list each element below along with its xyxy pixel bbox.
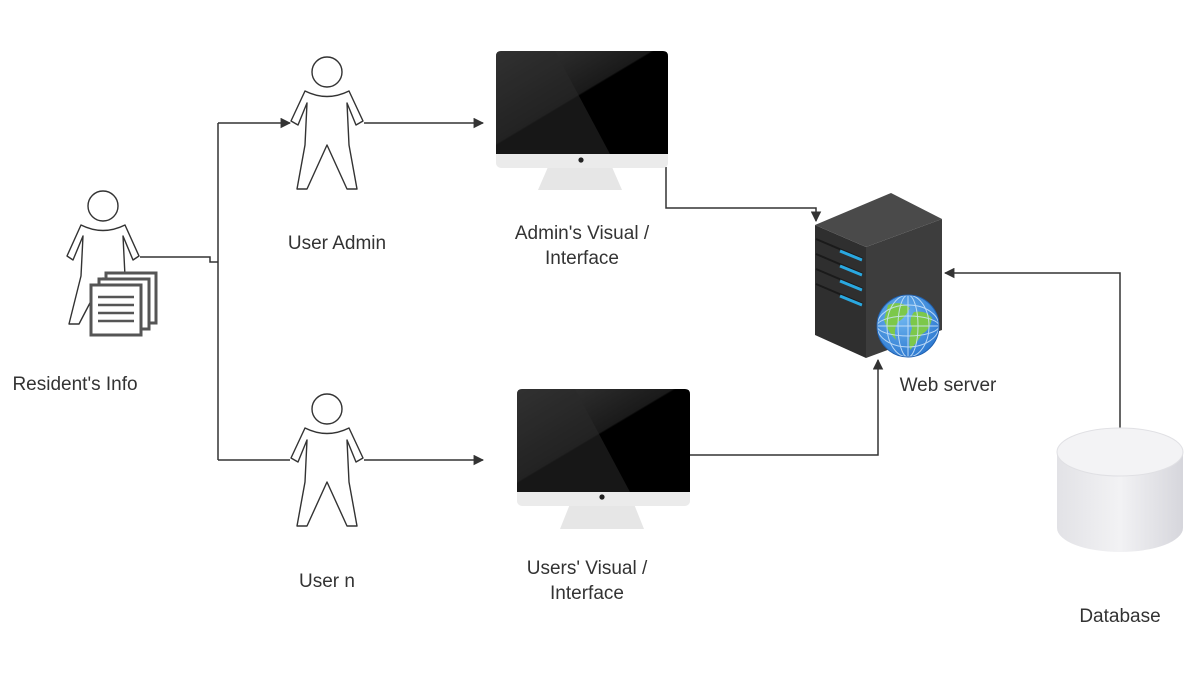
person-with-documents-icon[interactable] (66, 190, 158, 337)
server-globe-icon[interactable] (815, 193, 942, 358)
edge-users-interface-to-server (690, 358, 884, 456)
database-cylinder-icon[interactable] (1056, 427, 1184, 552)
users-monitor-icon[interactable] (517, 389, 690, 529)
user-n-actor-icon[interactable] (290, 393, 364, 527)
edge-database-to-server (943, 267, 1121, 428)
edge-admin-interface-to-server (665, 167, 822, 223)
server-drive-bays (815, 238, 864, 307)
residents-info-label: Resident's Info (12, 374, 138, 395)
users-interface-label-line1: Users' Visual / (526, 558, 648, 579)
web-server-label: Web server (899, 375, 997, 396)
admin-interface-label-line2: Interface (545, 248, 619, 269)
edge-resident-to-branch (140, 256, 218, 263)
user-n-label: User n (299, 571, 355, 592)
admin-monitor-icon[interactable] (496, 51, 668, 190)
users-interface-label-line2: Interface (550, 583, 624, 604)
users-interface-label: Users' Visual / Interface (487, 556, 687, 606)
user-admin-label: User Admin (287, 233, 387, 254)
documents-icon (89, 271, 158, 337)
database-label: Database (1079, 606, 1161, 627)
globe-icon (876, 294, 940, 358)
user-admin-actor-icon[interactable] (290, 56, 364, 190)
connectors (140, 117, 1121, 466)
admin-interface-label: Admin's Visual / Interface (482, 221, 682, 271)
admin-interface-label-line1: Admin's Visual / (514, 223, 650, 244)
